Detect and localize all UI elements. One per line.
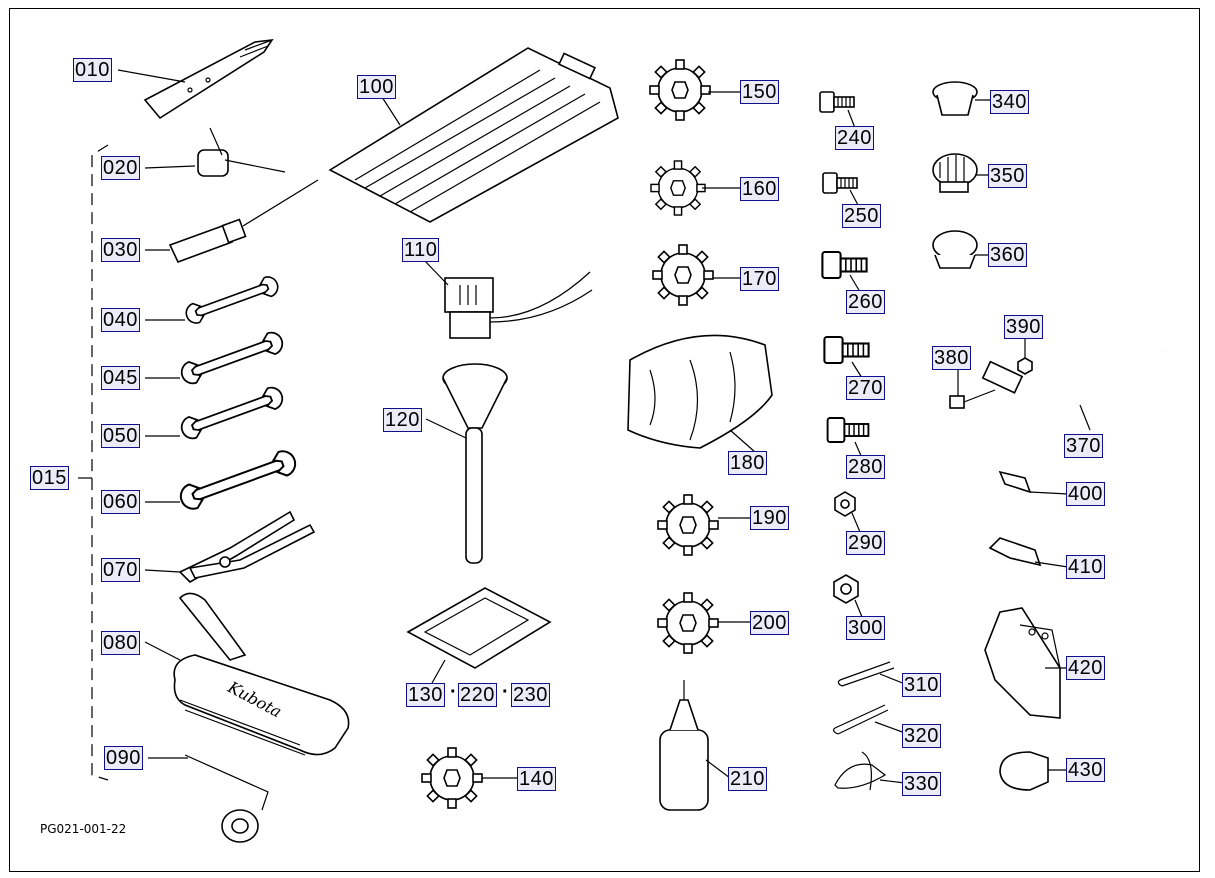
part-120-drawing [425,363,508,564]
callout-150: 150 [740,80,779,104]
separator-dot: · [450,681,457,703]
callout-210: 210 [728,767,767,791]
callout-050: 050 [101,424,140,448]
part-410-drawing [988,537,1069,568]
diagram-frame [9,8,1200,872]
callout-120: 120 [383,408,422,432]
callout-310: 310 [902,673,941,697]
callout-020: 020 [101,156,140,180]
part-250-drawing [822,172,858,194]
callout-260: 260 [846,290,885,314]
callout-300: 300 [846,616,885,640]
callout-100: 100 [357,75,396,99]
part-260-drawing [821,250,868,280]
callout-110: 110 [402,238,440,262]
callout-360: 360 [988,243,1027,267]
part-020-drawing [144,127,286,177]
part-040-drawing [182,273,282,327]
callout-060: 060 [101,490,140,514]
part-045-drawing [177,328,287,388]
part-210-drawing [659,680,731,811]
callout-200: 200 [750,611,789,635]
bracket-015 [91,144,109,781]
callout-430: 430 [1066,758,1105,782]
callout-390: 390 [1004,315,1043,339]
callout-270: 270 [846,376,885,400]
part-330-drawing [834,751,906,791]
part-420-drawing [984,607,1068,719]
part-190-drawing [657,494,719,556]
callout-190: 190 [750,506,789,530]
callout-280: 280 [846,455,885,479]
callout-320: 320 [902,724,941,748]
callout-370: 370 [1064,434,1103,458]
callout-240: 240 [835,126,874,150]
part-030-drawing [145,179,319,264]
part-180-drawing [627,334,773,453]
callout-015: 015 [30,466,69,490]
callout-420: 420 [1066,656,1105,680]
callout-080: 080 [101,631,140,655]
part-300-drawing [833,574,863,618]
part-380-drawing [949,370,996,409]
part-270-drawing [823,335,870,365]
part-070-drawing [144,510,316,583]
part-370-drawing [981,347,1167,431]
callout-400: 400 [1066,482,1105,506]
part-430-drawing [999,751,1068,791]
part-170-drawing [652,244,714,306]
separator-dot: · [502,681,509,703]
part-320-drawing [832,704,906,735]
callout-410: 410 [1066,555,1105,579]
callout-230: 230 [511,683,550,707]
callout-170: 170 [740,267,779,291]
callout-160: 160 [740,177,779,201]
part-100-drawing [328,47,619,223]
part-160-drawing [650,160,706,216]
callout-180: 180 [728,451,767,475]
callout-010: 010 [73,58,112,82]
callout-220: 220 [458,683,497,707]
callout-330: 330 [902,772,941,796]
part-140-drawing [421,747,483,809]
part-350-drawing [932,153,992,193]
callout-130: 130 [406,683,445,707]
callout-340: 340 [990,90,1029,114]
part-340-drawing [932,81,992,116]
part-280-drawing [826,417,870,443]
part-060-drawing [176,446,300,514]
callout-350: 350 [988,164,1027,188]
callout-045: 045 [101,366,140,390]
part-400-drawing [998,470,1069,495]
callout-030: 030 [101,238,140,262]
part-200-drawing [657,592,719,654]
part-240-drawing [819,91,855,113]
part-080-drawing [144,592,350,756]
part-130-drawing [406,587,552,684]
part-010-drawing [117,39,274,120]
callout-040: 040 [101,308,140,332]
part-310-drawing [837,661,906,687]
callout-290: 290 [846,531,885,555]
part-050-drawing [177,383,287,443]
callout-140: 140 [517,767,556,791]
callout-380: 380 [932,346,971,370]
part-290-drawing [834,491,861,533]
part-390-drawing [1017,336,1033,375]
part-110-drawing [423,259,593,339]
figure-code: PG021-001-22 [40,822,127,836]
callout-070: 070 [101,558,140,582]
callout-090: 090 [104,746,143,770]
callout-250: 250 [842,204,881,228]
part-150-drawing [649,59,711,121]
part-360-drawing [932,230,992,269]
part-090-drawing [148,754,269,843]
